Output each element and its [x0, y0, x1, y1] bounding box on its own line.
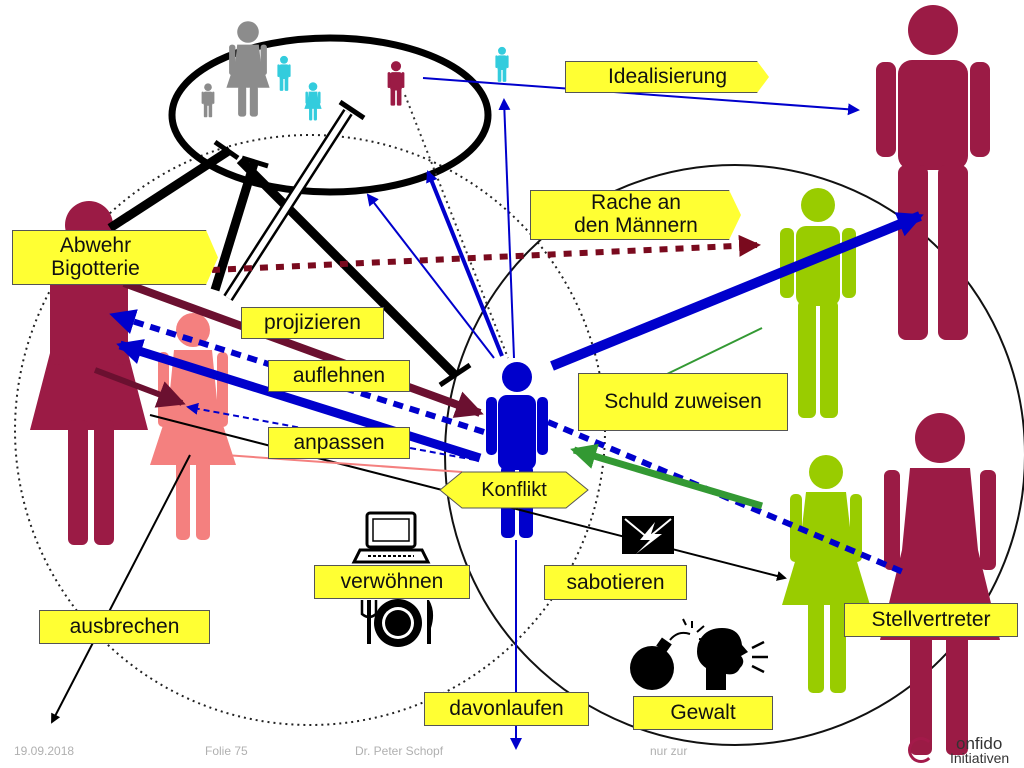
- bomb-icon: [630, 618, 708, 690]
- label-idealisierung: Idealisierung: [565, 61, 769, 93]
- footer-author: Dr. Peter Schopf: [355, 744, 444, 758]
- footer-slide: Folie 75: [205, 744, 248, 758]
- label-ausbrechen: ausbrechen: [39, 610, 210, 644]
- label-auflehnen: auflehnen: [268, 360, 410, 392]
- label-stellvertreter: Stellvertreter: [844, 603, 1018, 637]
- label-projizieren: projizieren: [241, 307, 384, 339]
- idealized-blue-arrow: [550, 211, 924, 371]
- abwehr-line-1: Abwehr: [59, 234, 132, 257]
- laptop-icon: [351, 511, 431, 564]
- family-mother-figure: [226, 21, 270, 117]
- blue-up-line: [498, 98, 515, 359]
- auflehnen-arrow: [122, 279, 484, 418]
- shouting-head-icon: [697, 628, 768, 690]
- plate-cutlery-icon: [360, 599, 434, 647]
- label-schuld-zuweisen: Schuld zuweisen: [578, 373, 788, 431]
- green-connector-line: [664, 327, 763, 376]
- rache-arrow: [211, 234, 761, 273]
- green-man-figure: [780, 188, 856, 418]
- rache-line-2: den Männern: [574, 214, 698, 237]
- label-davonlaufen: davonlaufen: [424, 692, 589, 726]
- idealized-man-figure: [876, 5, 990, 340]
- envelope-lightning-icon: [622, 516, 674, 554]
- footer-date: 19.09.2018: [14, 744, 75, 758]
- label-gewalt: Gewalt: [633, 696, 773, 730]
- schuld-green-arrow: [570, 443, 763, 510]
- blue-diag-medium: [426, 170, 504, 357]
- label-konflikt: Konflikt: [481, 479, 547, 501]
- green-woman-figure: [782, 455, 870, 693]
- label-rache-an-den-maennern: Rache an den Männern: [530, 190, 741, 240]
- blue-central-figure: [486, 362, 548, 538]
- anpassen-arrow: [116, 339, 482, 463]
- dotted-ellipse-to-center: [404, 94, 509, 359]
- label-anpassen: anpassen: [268, 427, 410, 459]
- cyan-child-outside: [495, 46, 509, 82]
- rache-line-1: Rache an: [591, 191, 681, 214]
- pink-connector-line: [224, 454, 463, 473]
- family-maroon-child: [387, 61, 405, 106]
- family-small-gray-figure: [201, 83, 215, 118]
- blue-diag-thin: [366, 193, 495, 359]
- label-verwoehnen: verwöhnen: [314, 565, 470, 599]
- footer-note: nur zur: [650, 744, 688, 758]
- label-abwehr-bigotterie: Abwehr Bigotterie: [12, 230, 218, 285]
- family-ellipse: [168, 34, 492, 196]
- label-sabotieren: sabotieren: [544, 565, 687, 600]
- logo-line1: onfido: [956, 734, 1003, 753]
- maroon-woman-figure: [880, 413, 1000, 755]
- konflikt-double-arrow: [439, 471, 589, 509]
- confido-logo: onfido Initiativen: [906, 735, 1022, 768]
- maroon-short-arrow: [93, 367, 186, 408]
- family-cyan-child-2: [304, 82, 322, 121]
- abwehr-line-2: Bigotterie: [51, 257, 140, 280]
- ausbrechen-line: [51, 454, 191, 724]
- family-cyan-child-1: [277, 55, 291, 91]
- idealisierung-line: [422, 77, 860, 116]
- logo-line2: Initiativen: [950, 750, 1010, 766]
- logo-swirl-icon: [908, 737, 934, 763]
